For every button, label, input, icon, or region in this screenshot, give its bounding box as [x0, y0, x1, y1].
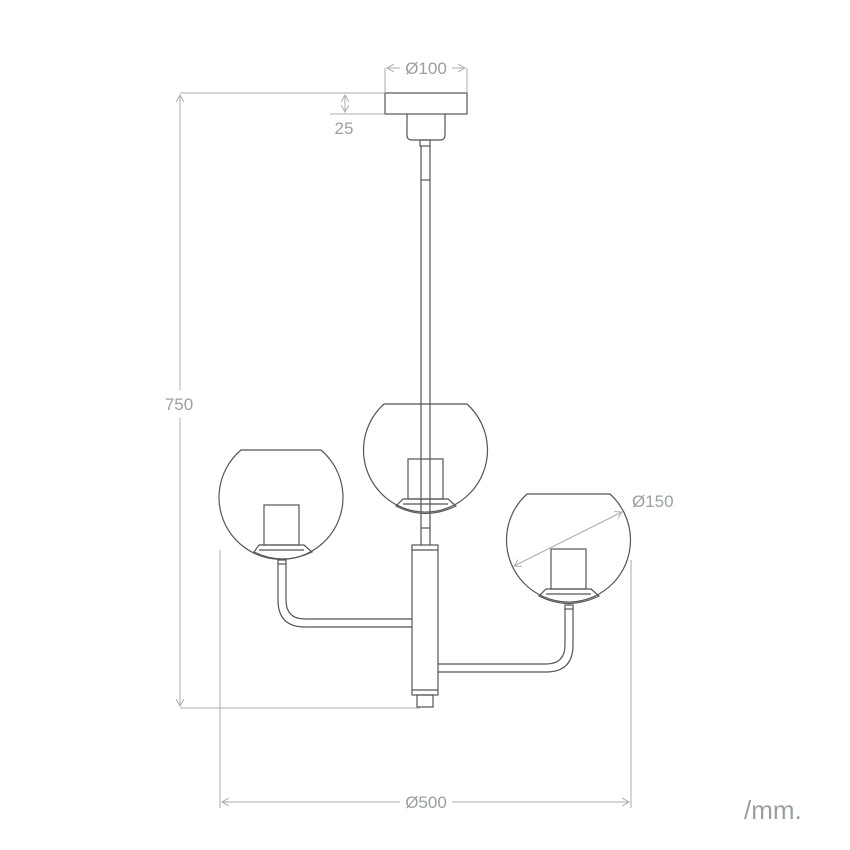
canopy: [384, 92, 468, 115]
center-body: [411, 544, 439, 696]
unit-label: /mm.: [744, 795, 802, 825]
canopy-height-label: 25: [335, 119, 354, 138]
dimension-lines: [180, 68, 632, 808]
right-arm: [438, 609, 566, 665]
lamp-outline: [218, 92, 632, 708]
right-globe: [505, 493, 632, 610]
canopy-cup: [406, 114, 446, 141]
total-height-label: 750: [165, 395, 193, 414]
center-globe: [362, 403, 489, 515]
canopy-diameter-label: Ø100: [405, 59, 447, 78]
left-globe: [218, 449, 344, 565]
total-width-label: Ø500: [405, 793, 447, 812]
left-arm: [277, 564, 412, 628]
globe-diameter-label: Ø150: [632, 492, 674, 511]
